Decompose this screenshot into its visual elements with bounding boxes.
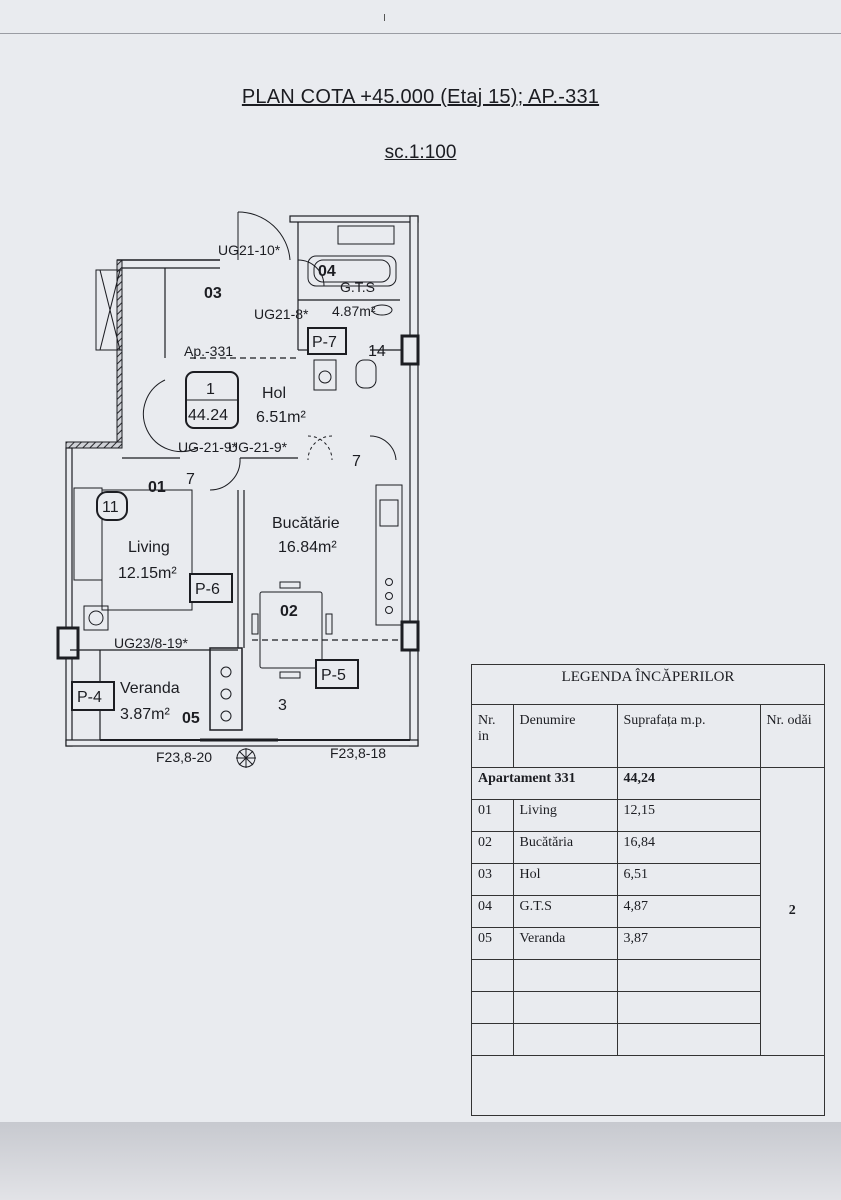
table-row: 05 Veranda 3,87 — [472, 926, 824, 960]
row-nr: 05 — [472, 926, 514, 960]
page-title: PLAN COTA +45.000 (Etaj 15); AP.-331 — [241, 86, 600, 108]
panel-tag-p6: P-6 — [189, 573, 233, 603]
door-label-ug21-10: UG21-10* — [218, 242, 281, 258]
page-bottom-shadow — [0, 1122, 841, 1200]
row-area: 12,15 — [616, 798, 760, 832]
legend-grid: Nr. in Denumire Suprafața m.p. Nr. odăi … — [472, 705, 824, 1056]
door-label-ug21-9-left: UG-21-9* — [178, 439, 238, 455]
empty-row — [472, 958, 824, 992]
door-label-ug21-8: UG21-8* — [254, 306, 309, 322]
room-area-hol: 6.51m² — [256, 409, 306, 426]
legend-header-row: Nr. in Denumire Suprafața m.p. Nr. odăi — [472, 705, 824, 768]
table-row: 02 Bucătăria 16,84 — [472, 830, 824, 864]
room-name-living: Living — [128, 539, 170, 556]
row-area: 16,84 — [616, 830, 760, 864]
row-nr: 03 — [472, 862, 514, 896]
window-label-f23-8-20: F23,8-20 — [156, 749, 212, 765]
row-nr: 01 — [472, 798, 514, 832]
header-nr: Nr. in — [472, 705, 514, 768]
row-area: 4,87 — [616, 894, 760, 928]
panel-tag-p4: P-4 — [71, 681, 115, 711]
row-nr: 02 — [472, 830, 514, 864]
room-number-01: 01 — [148, 479, 166, 496]
apartment-row: Apartament 331 44,24 2 — [472, 766, 824, 1056]
empty-row — [472, 1022, 824, 1056]
window-label-f23-8-18: F23,8-18 — [330, 745, 386, 761]
ac-unit-symbol — [236, 748, 256, 768]
svg-text:P-4: P-4 — [77, 689, 102, 706]
door-label-ug21-9-right: UG-21-9* — [228, 439, 288, 455]
row-area: 6,51 — [616, 862, 760, 896]
room-legend-table: LEGENDA ÎNCĂPERILOR Nr. in Denumire Supr… — [471, 664, 825, 1116]
bathroom-fixtures — [307, 225, 397, 391]
row-area: 3,87 — [616, 926, 760, 960]
living-badge: 11 — [96, 491, 128, 521]
room-number-04: 04 — [318, 263, 336, 280]
svg-text:P-6: P-6 — [195, 581, 220, 598]
legend-title: LEGENDA ÎNCĂPERILOR — [472, 665, 824, 705]
living-fixtures — [73, 269, 193, 631]
header-rooms: Nr. odăi — [759, 705, 824, 768]
table-row: 01 Living 12,15 — [472, 798, 824, 832]
apartment-tag: Ap.-331 — [184, 343, 233, 359]
room-area-bucatarie: 16.84m² — [278, 539, 337, 556]
row-name: Hol — [512, 862, 618, 896]
room-area-veranda: 3.87m² — [120, 706, 170, 723]
floor-plan: 04 G.T.S 4.87m² 03 Ap.-331 Hol 6.51m² 1 … — [56, 211, 420, 768]
apartment-badge-number: 1 — [206, 381, 215, 398]
label-7-hall: 7 — [352, 453, 361, 470]
svg-text:P-7: P-7 — [312, 334, 337, 351]
row-name: Living — [512, 798, 618, 832]
page-top-edge — [0, 33, 841, 34]
interior-walls — [70, 268, 410, 742]
apartment-label: Apartament 331 — [472, 766, 618, 800]
room-name-gts: G.T.S — [340, 279, 375, 295]
room-area-living: 12.15m² — [118, 565, 177, 582]
columns — [56, 334, 420, 731]
svg-text:11: 11 — [102, 499, 119, 516]
label-3: 3 — [278, 697, 287, 714]
row-name: Bucătăria — [512, 830, 618, 864]
room-number-02: 02 — [280, 603, 298, 620]
living-door-number: 7 — [186, 471, 195, 488]
room-number-05: 05 — [182, 710, 200, 727]
row-name: G.T.S — [512, 894, 618, 928]
scale-label: sc.1:100 — [384, 142, 457, 163]
kitchen-fixtures — [251, 484, 403, 679]
apartment-rooms: 2 — [759, 766, 824, 1056]
panel-tag-p5: P-5 — [315, 659, 359, 689]
page-tick-mark — [384, 14, 385, 21]
door-label-ug23-8-19: UG23/8-19* — [114, 635, 188, 651]
row-nr: 04 — [472, 894, 514, 928]
room-name-veranda: Veranda — [120, 680, 180, 697]
room-name-bucatarie: Bucătărie — [272, 515, 340, 532]
header-area: Suprafața m.p. — [616, 705, 761, 768]
table-row: 04 G.T.S 4,87 — [472, 894, 824, 928]
header-name: Denumire — [512, 705, 618, 768]
label-14: 14 — [368, 343, 386, 360]
apartment-area: 44,24 — [616, 766, 761, 800]
panel-tag-p7: P-7 — [307, 327, 347, 355]
table-row: 03 Hol 6,51 — [472, 862, 824, 896]
svg-text:P-5: P-5 — [321, 667, 346, 684]
room-area-gts: 4.87m² — [332, 303, 376, 319]
row-name: Veranda — [512, 926, 618, 960]
room-number-03: 03 — [204, 285, 222, 302]
room-name-hol: Hol — [262, 385, 286, 402]
apartment-badge: 1 44.24 — [185, 371, 239, 429]
apartment-badge-area: 44.24 — [188, 407, 228, 424]
